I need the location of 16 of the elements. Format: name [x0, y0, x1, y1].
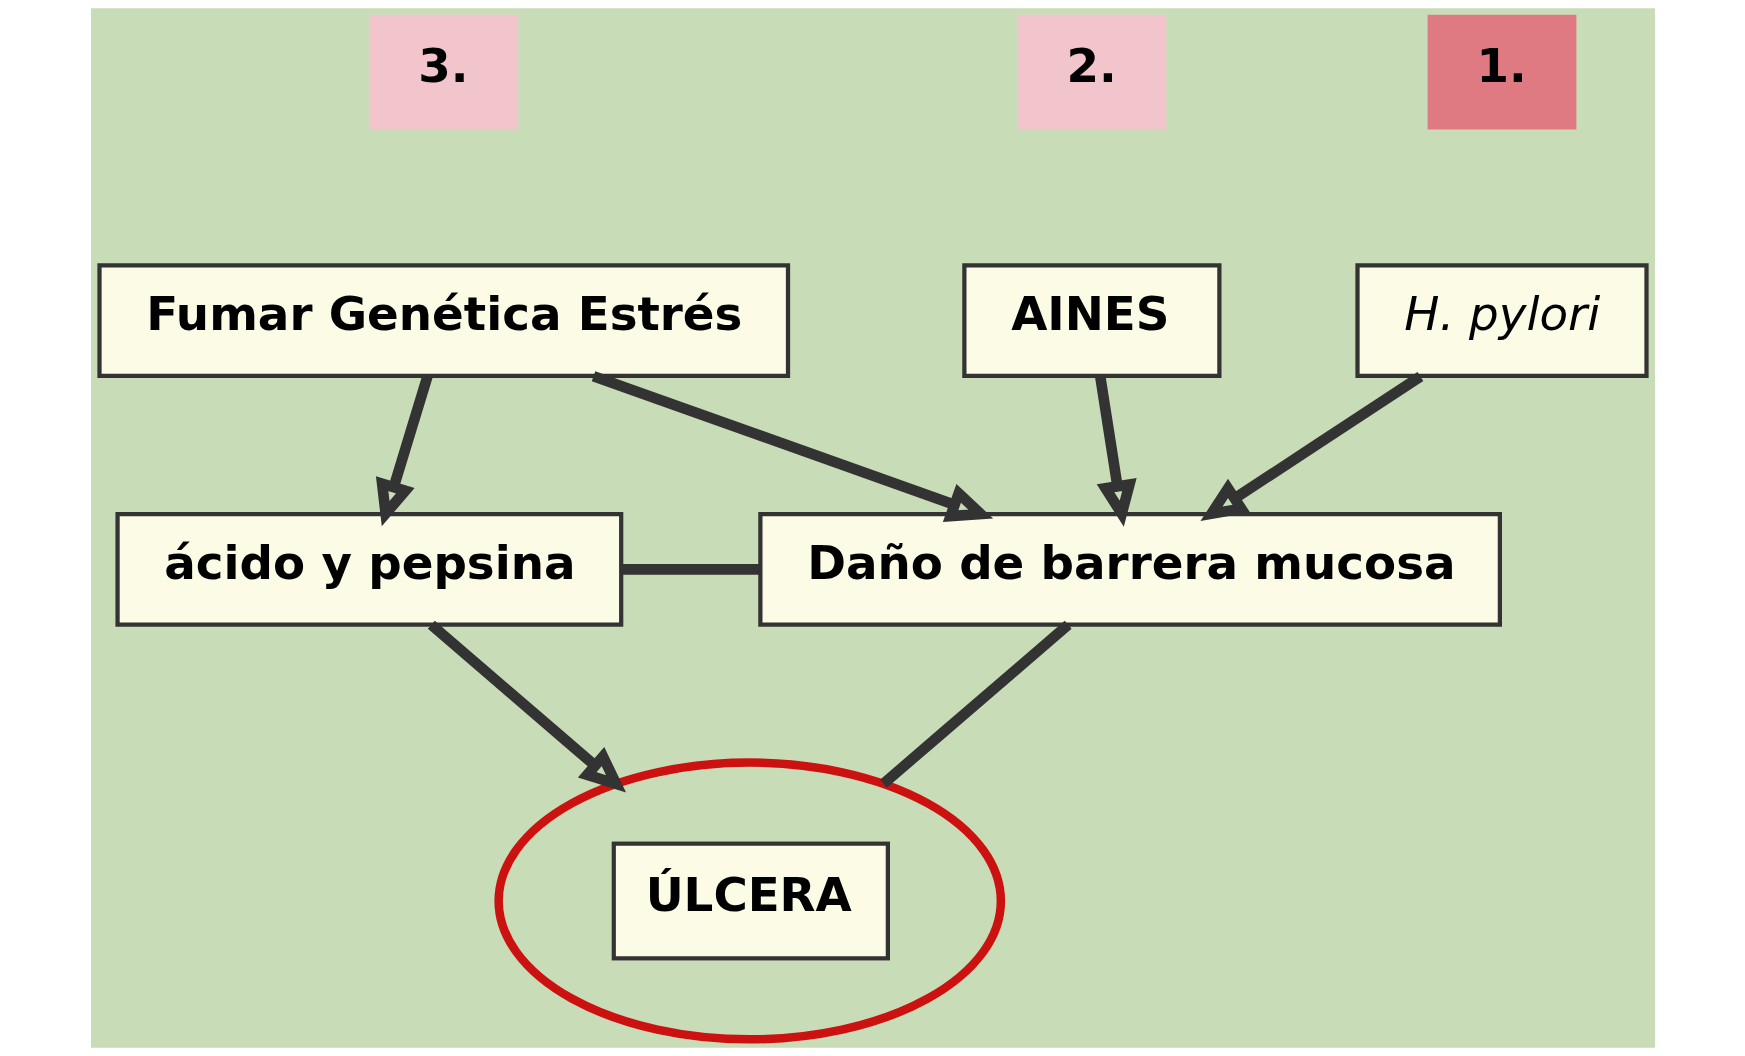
connector	[620, 564, 759, 575]
arrow	[1199, 372, 1423, 521]
connector	[879, 620, 1072, 788]
node-box: AINES	[961, 263, 1221, 379]
node-box: 3.	[368, 14, 518, 130]
node-box: ácido y pepsina	[114, 511, 623, 627]
arrow	[427, 620, 626, 793]
node-text: ÚLCERA	[645, 867, 852, 922]
node-box: Fumar Genética Estrés	[96, 263, 790, 379]
node-box: 2.	[1017, 14, 1166, 130]
node-box: 1.	[1427, 14, 1576, 130]
arrow	[591, 371, 993, 522]
node-box: H. pylori	[1354, 263, 1649, 379]
arrow	[1094, 375, 1137, 527]
node-box: Daño de barrera mucosa	[757, 511, 1502, 627]
cluster	[493, 758, 1005, 1044]
